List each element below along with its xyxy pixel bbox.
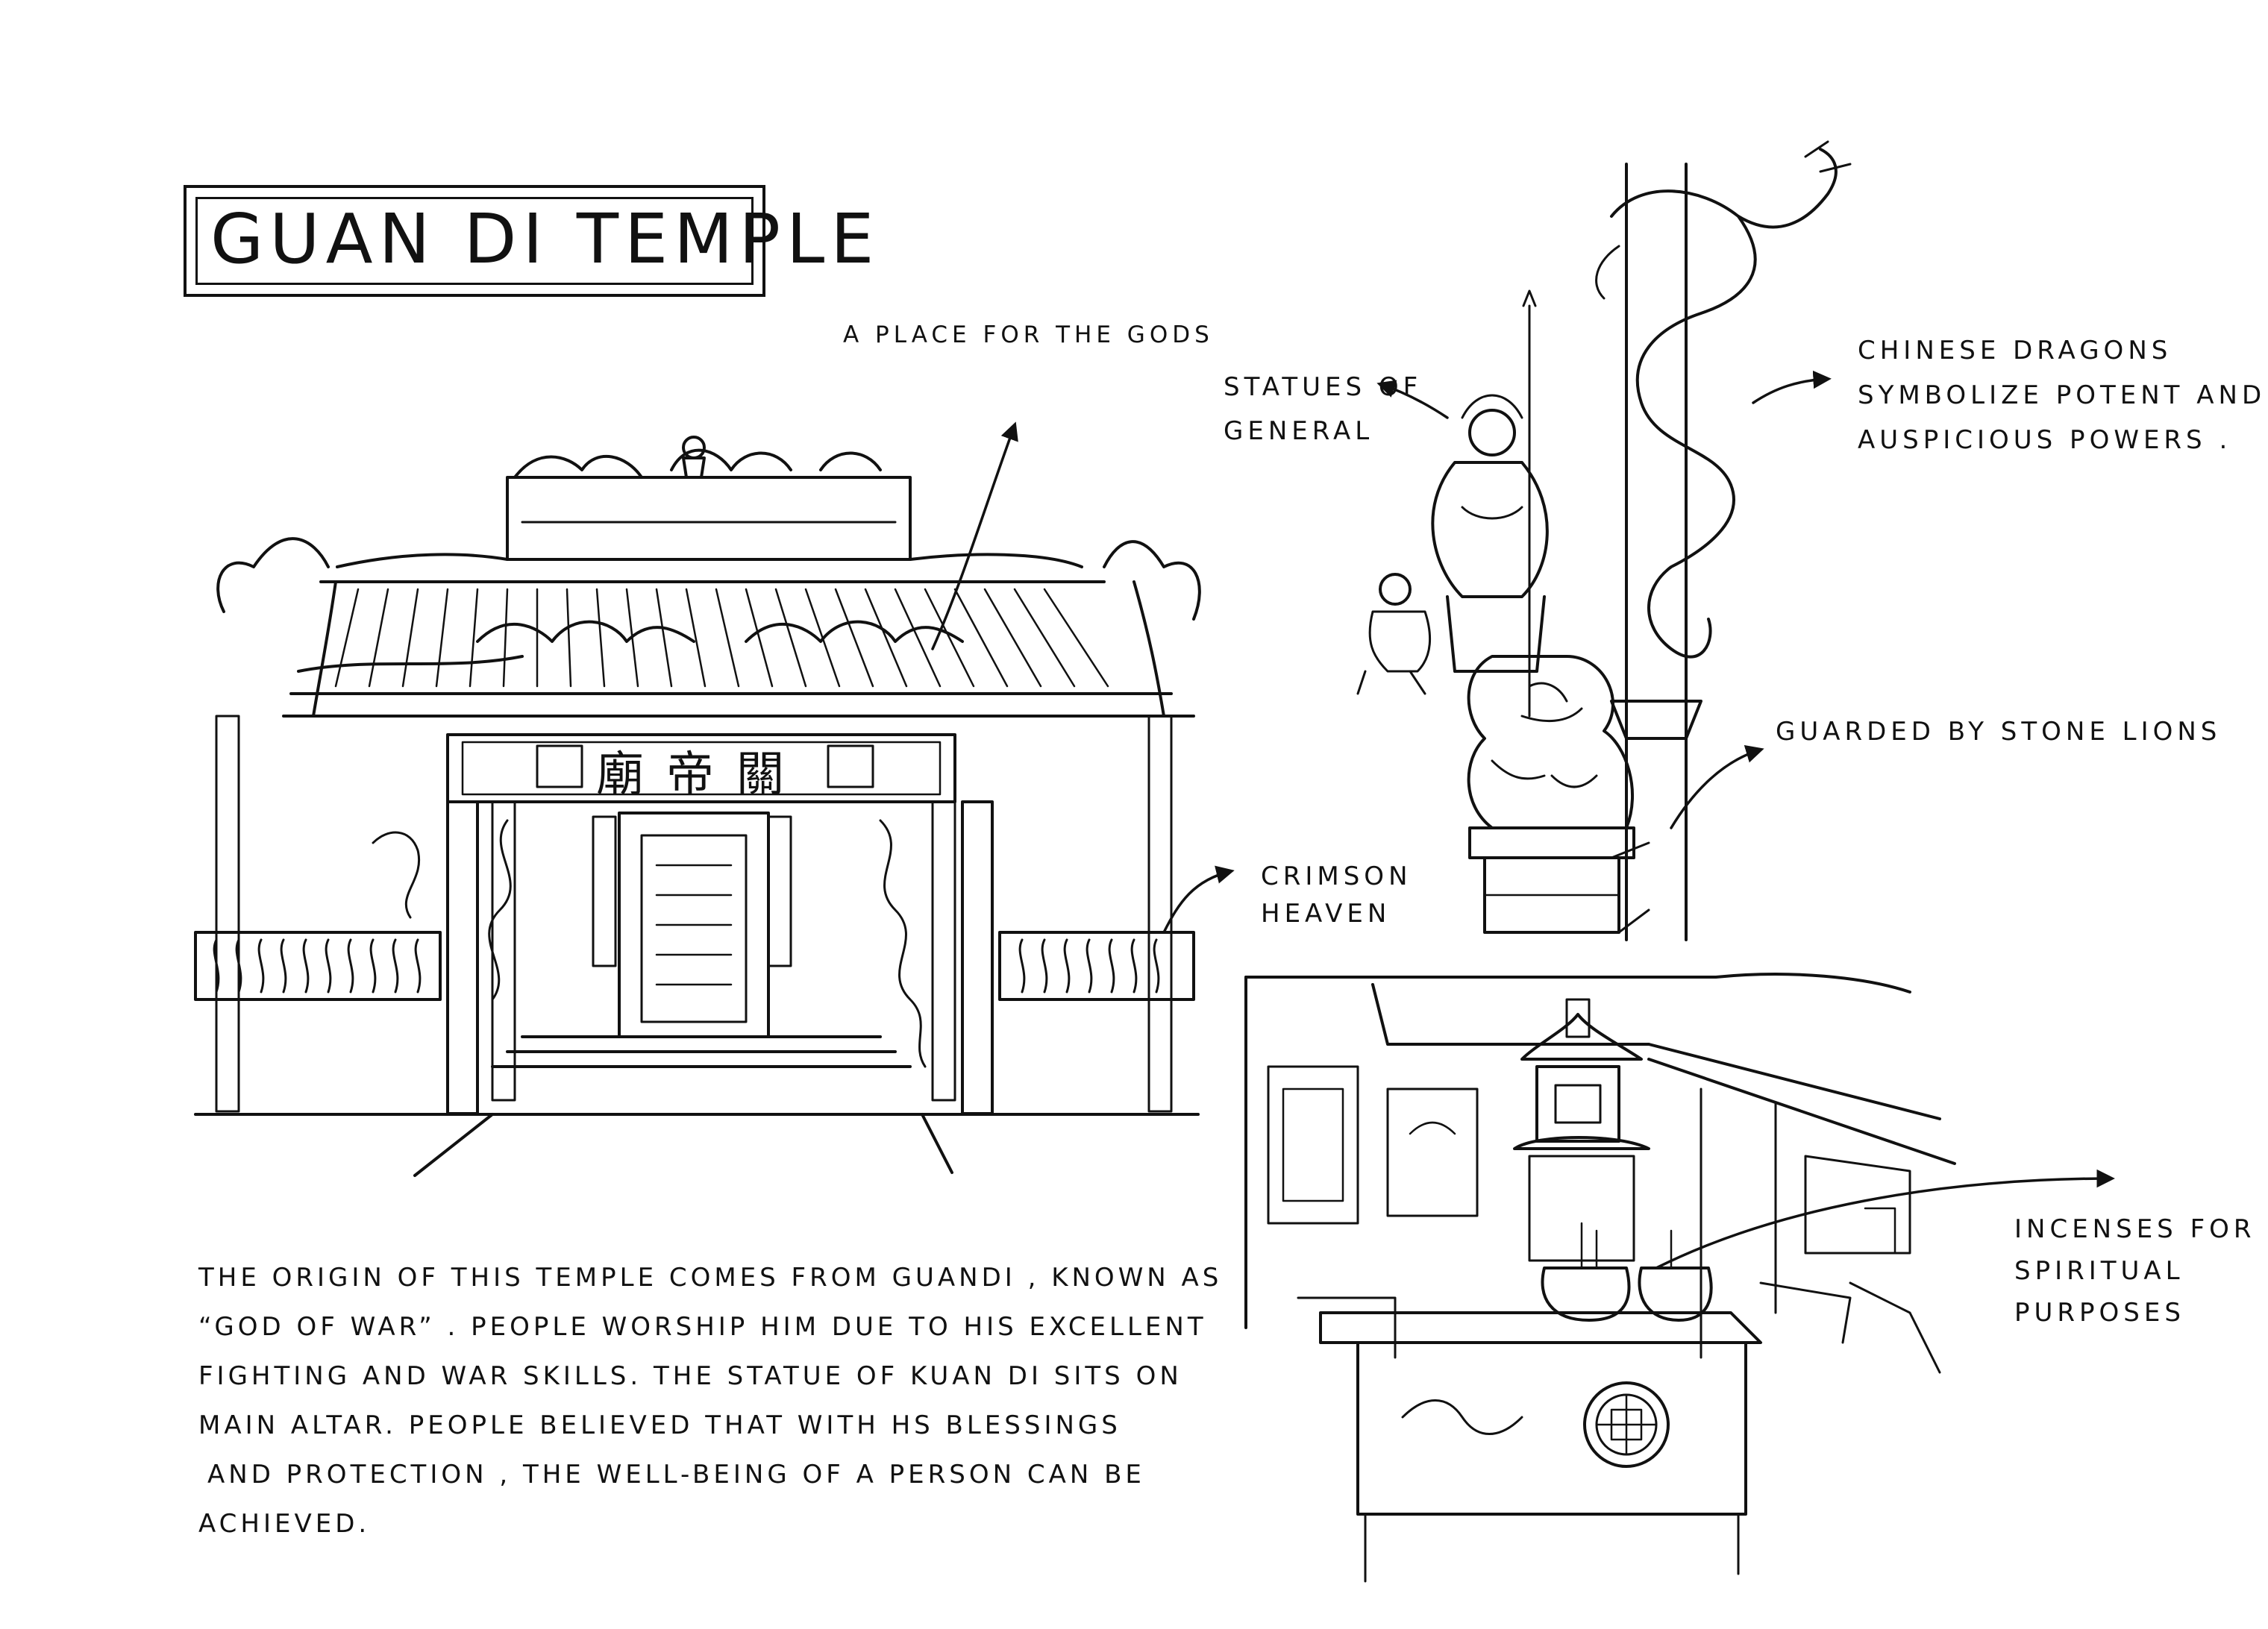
statue-pillar-sketch: [1356, 140, 1852, 941]
page-title: GUAN DI TEMPLE: [210, 199, 880, 279]
description-line: “GOD OF WAR” . PEOPLE WORSHIP HIM DUE TO…: [198, 1312, 1207, 1342]
arrow-statues: [1376, 380, 1449, 419]
temple-gate-sketch: [194, 436, 1201, 1177]
description-line: AND PROTECTION , THE WELL-BEING OF A PER…: [207, 1460, 1145, 1490]
arrow-incenses: [1655, 1169, 2115, 1269]
label-place-for-gods: A PLACE FOR THE GODS: [843, 321, 1214, 348]
title-frame: [184, 185, 765, 297]
label-lions: GUARDED BY STONE LIONS: [1776, 717, 2222, 747]
description-paragraph: THE ORIGIN OF THIS TEMPLE COMES FROM GUA…: [198, 1253, 1222, 1548]
annotation-arrows: [931, 370, 2115, 1269]
label-incenses: INCENSES FOR SPIRITUAL PURPOSES: [2014, 1214, 2256, 1328]
temple-signboard-characters: 廟帝關: [596, 747, 806, 803]
label-statues: STATUES OF GENERAL: [1224, 372, 1423, 447]
description-line: FIGHTING AND WAR SKILLS. THE STATUE OF K…: [198, 1361, 1182, 1391]
label-crimson: CRIMSON HEAVEN: [1261, 861, 1412, 929]
temple-interior-sketch: [1244, 973, 1956, 1583]
arrow-lions: [1670, 744, 1764, 829]
description-line: ACHIEVED.: [198, 1509, 371, 1539]
label-dragons: CHINESE DRAGONS SYMBOLIZE POTENT AND AUS…: [1858, 336, 2267, 455]
description-line: THE ORIGIN OF THIS TEMPLE COMES FROM GUA…: [198, 1263, 1223, 1293]
arrow-place-for-gods: [931, 421, 1018, 650]
arrow-crimson: [1162, 865, 1235, 934]
arrow-dragons: [1752, 370, 1832, 404]
description-line: MAIN ALTAR. PEOPLE BELIEVED THAT WITH HS…: [198, 1410, 1121, 1440]
